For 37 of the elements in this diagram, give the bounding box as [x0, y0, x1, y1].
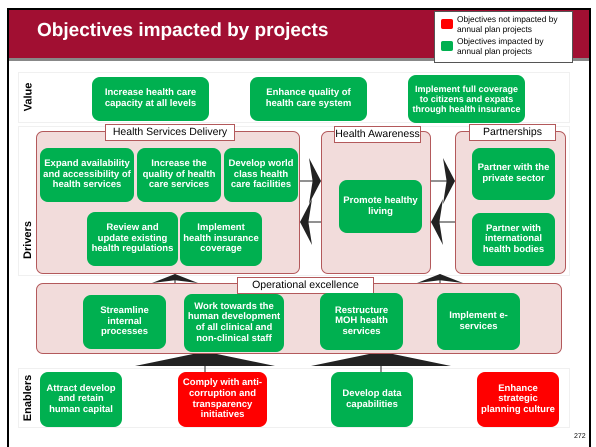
legend-text: Objectives impacted by annual plan projects	[457, 36, 545, 56]
objective-box: Expand availability and accessibility of health services	[40, 148, 134, 202]
flow-arrow	[152, 274, 198, 284]
objective-box: Comply with anti-corruption and transparency initiatives	[178, 372, 267, 427]
row-label: Drivers	[22, 221, 34, 259]
row-label: Value	[22, 82, 34, 112]
objective-box: Work towards the human development of all clinical and non-clinical staff	[184, 294, 284, 352]
flow-arrow	[300, 199, 322, 245]
group-heading: Health Awareness	[334, 126, 421, 143]
objective-box: Partner with the private sector	[472, 148, 555, 200]
objective-box: Develop data capabilities	[331, 372, 413, 427]
objective-box: Implement full coverage to citizens and expats through health insurance	[408, 75, 525, 123]
group-heading: Partnerships	[469, 124, 556, 141]
flow-arrow	[311, 354, 451, 372]
flow-arrow	[430, 199, 456, 245]
flow-arrow	[417, 274, 463, 284]
row-label: Enablers	[22, 374, 34, 422]
objective-box: Enhance strategic planning culture	[477, 372, 559, 427]
group-heading: Operational excellence	[237, 277, 374, 294]
objective-box: Implement e-services	[437, 293, 520, 350]
objective-box: Streamline internal processes	[83, 295, 166, 349]
objective-box: Enhance quality of health care system	[250, 77, 367, 121]
group-heading: Health Services Delivery	[105, 124, 235, 141]
flow-arrow	[300, 158, 322, 204]
slide-title: Objectives impacted by projects	[37, 20, 328, 42]
objective-box: Attract develop and retain human capital	[40, 372, 122, 427]
objective-box: Increase the quality of health care services	[137, 148, 221, 202]
objective-box: Partner with international health bodies	[472, 213, 555, 266]
objective-box: Increase health care capacity at all levels	[92, 77, 209, 121]
flow-arrow	[430, 158, 456, 204]
objective-box: Implement health insurance coverage	[180, 212, 262, 266]
flow-arrow	[135, 354, 275, 372]
objective-box: Restructure MOH health services	[320, 293, 403, 350]
objective-box: Develop world class health care facilities	[224, 148, 298, 202]
objective-box: Promote healthy living	[339, 180, 422, 233]
objective-box: Review and update existing health regulations	[87, 212, 178, 266]
legend-text: Objectives not impacted by annual plan projects	[457, 14, 559, 34]
